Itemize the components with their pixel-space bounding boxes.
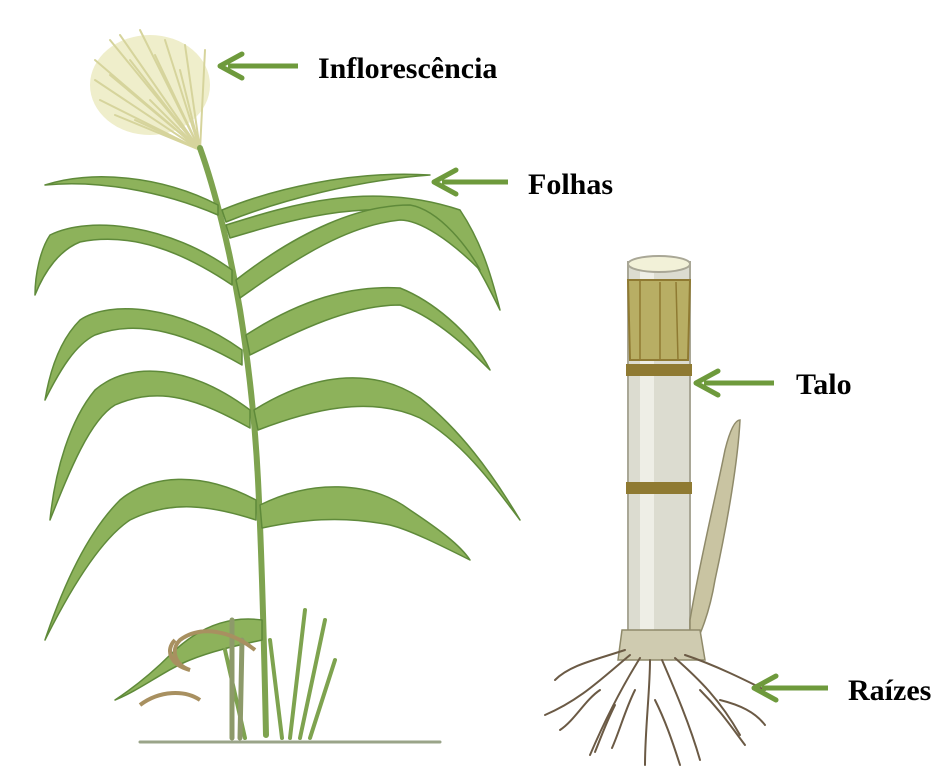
stalk-roots (545, 650, 765, 765)
left-arrow-icon (696, 371, 774, 395)
left-arrow-icon (754, 676, 828, 700)
stalk-node (626, 364, 692, 376)
stalk-bud-leaf (690, 420, 740, 650)
stalk-cut-top (628, 256, 690, 272)
stalk-node (626, 482, 692, 494)
label-inflorescence: Inflorescência (318, 54, 497, 84)
label-stalk: Talo (796, 370, 852, 400)
label-leaves: Folhas (528, 170, 613, 200)
stalk-section (545, 256, 765, 765)
left-arrow-icon (220, 54, 298, 78)
left-arrow-icon (434, 170, 508, 194)
inflorescence-tassel (90, 30, 210, 150)
plant-leaves (35, 174, 520, 700)
sugarcane-plant (35, 30, 520, 738)
label-roots: Raízes (848, 676, 931, 706)
